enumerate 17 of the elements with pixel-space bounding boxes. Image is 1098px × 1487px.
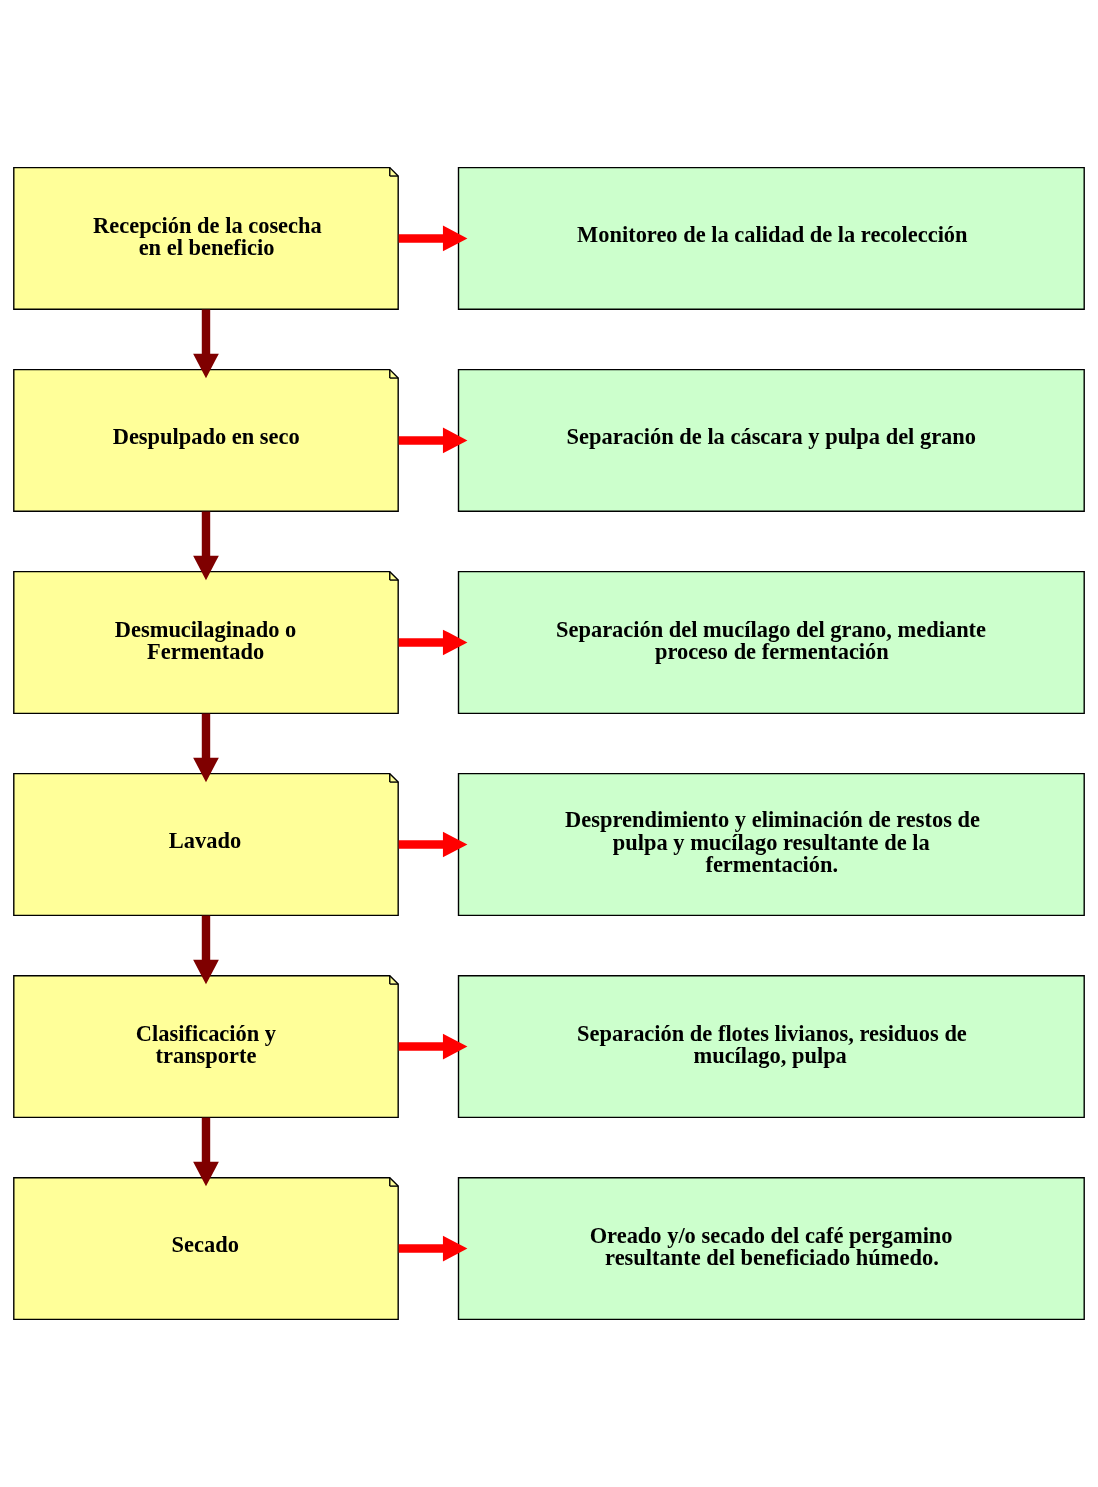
arrow (193, 1117, 219, 1187)
arrow (398, 629, 468, 656)
arrow (398, 225, 468, 252)
arrow (193, 511, 219, 581)
arrow (398, 831, 468, 858)
arrow (193, 309, 219, 379)
arrow (398, 427, 468, 454)
arrow (398, 1235, 468, 1262)
node-box: Separación del mucílago del grano, mediante proceso de fermentación (457, 570, 1085, 715)
arrow (193, 713, 219, 783)
node-box: Desprendimiento y eliminación de restos de pulpa y mucílago resultante de la fermentación. (457, 772, 1085, 917)
node-box: Oreado y/o secado del café pergamino resultante del beneficiado húmedo. (457, 1177, 1085, 1321)
arrow (193, 915, 219, 985)
node-box: Monitoreo de la calidad de la recolección (457, 166, 1085, 310)
node-box: Separación de flotes livianos, residuos de mucílago, pulpa (457, 974, 1085, 1119)
arrow (398, 1033, 468, 1060)
node-box: Separación de la cáscara y pulpa del grano (457, 368, 1085, 512)
